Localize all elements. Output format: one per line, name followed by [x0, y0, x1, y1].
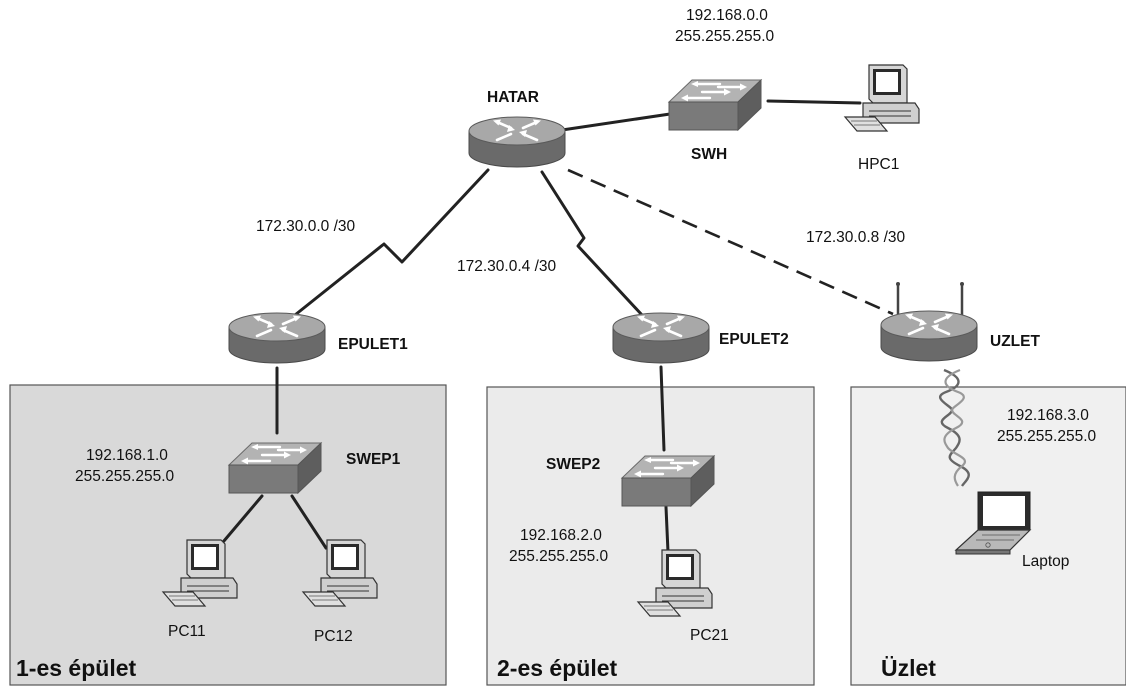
network-link2: 172.30.0.4 /30 [457, 258, 556, 275]
network-b2-ip: 192.168.2.0 [520, 527, 602, 544]
device-label-swh: SWH [691, 146, 727, 163]
link-swep1-pc11 [216, 494, 264, 550]
link-epulet2-swep2 [659, 365, 666, 452]
link-swh-hpc1 [766, 99, 862, 105]
wireless-link-uzlet-laptop [938, 368, 970, 487]
router-hatar-icon[interactable] [467, 115, 567, 169]
link-swep1-pc12 [290, 494, 328, 550]
switch-swh-icon[interactable] [667, 78, 763, 132]
host-label-laptop: Laptop [1022, 553, 1069, 570]
zone-label-shop: Üzlet [881, 655, 936, 681]
zone-label-building2: 2-es épület [497, 655, 617, 681]
device-label-swep1: SWEP1 [346, 451, 401, 468]
device-label-epulet2: EPULET2 [719, 331, 789, 348]
network-b2-mask: 255.255.255.0 [509, 548, 609, 565]
device-label-uzlet: UZLET [990, 333, 1040, 350]
router-epulet2-icon[interactable] [611, 311, 711, 365]
device-label-hatar: HATAR [487, 89, 539, 106]
link-hatar-swh [560, 112, 672, 132]
zone-label-building1: 1-es épület [16, 655, 136, 681]
host-label-hpc1: HPC1 [858, 156, 899, 173]
link-hatar-epulet2 [540, 170, 644, 317]
network-b1-mask: 255.255.255.0 [75, 468, 175, 485]
network-shop-ip: 192.168.3.0 [1007, 407, 1089, 424]
network-link3: 172.30.0.8 /30 [806, 229, 905, 246]
network-b1-ip: 192.168.1.0 [86, 447, 168, 464]
network-link1: 172.30.0.0 /30 [256, 218, 355, 235]
network-top-mask: 255.255.255.0 [675, 28, 775, 45]
host-label-pc11: PC11 [168, 623, 206, 640]
device-label-swep2: SWEP2 [546, 456, 600, 473]
router-epulet1-icon[interactable] [227, 311, 327, 365]
link-swep2-pc21 [664, 505, 670, 554]
host-label-pc21: PC21 [690, 627, 729, 644]
network-top-ip: 192.168.0.0 [686, 7, 768, 24]
link-hatar-epulet1 [293, 168, 490, 317]
wireless-router-uzlet-icon[interactable] [879, 282, 979, 363]
link-hatar-uzlet [567, 168, 894, 316]
host-label-pc12: PC12 [314, 628, 353, 645]
network-shop-mask: 255.255.255.0 [997, 428, 1097, 445]
zone-building2-box [486, 386, 815, 686]
pc-hpc1-icon[interactable] [844, 64, 920, 132]
device-label-epulet1: EPULET1 [338, 336, 408, 353]
